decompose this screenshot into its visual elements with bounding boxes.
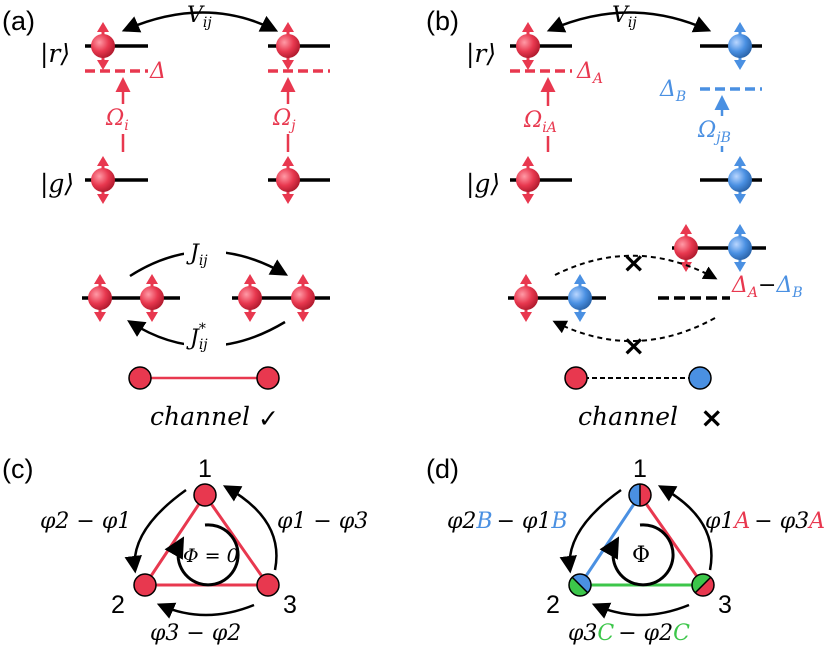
omega-ia-label: ΩiA [523, 108, 557, 136]
phase-arrow-left-c [124, 488, 187, 574]
ket-g-b: |g⟩ [466, 169, 500, 199]
delta-b-label: ΔB [659, 77, 686, 105]
edge-13-d [638, 494, 705, 586]
flux-loop-c [164, 523, 240, 587]
phase-arrow-bottom-d [591, 602, 690, 619]
interaction-arrow-a [121, 11, 279, 33]
phase-arrow-bottom-c [156, 602, 255, 619]
atom-jb-rydberg [726, 20, 754, 72]
pair-atom-2 [138, 272, 166, 324]
channel-node-b-right [688, 366, 712, 390]
panel-c-label: (c) [2, 454, 33, 484]
panel-c: (c) 1 2 3 Φ = 0 φ2 − φ1 φ1 − φ3 φ3 − φ2 [2, 454, 368, 646]
check-mark: ✓ [258, 404, 279, 433]
ket-r-a: |r⟩ [40, 39, 70, 69]
flux-label-d: Φ [632, 543, 650, 568]
panel-d: (d) 1 2 3 Φ φ2B− φ1B [426, 454, 825, 646]
node-2-label-d: 2 [546, 591, 560, 619]
hop-arrow-back-b [552, 317, 716, 342]
flux-label-c: Φ = 0 [183, 545, 239, 567]
channel-node-a-right [256, 366, 280, 390]
blocked-cross-bottom: × [622, 329, 645, 362]
phase-right-c: φ1 − φ3 [277, 509, 368, 534]
node-3-c [256, 573, 280, 597]
v-label-a: Vij [187, 3, 212, 31]
node-2-d [568, 573, 592, 597]
hop-arrow-forward-b [554, 254, 718, 280]
panel-d-label: (d) [426, 454, 459, 484]
v-label-b: Vij [612, 3, 637, 31]
panel-a-label: (a) [2, 6, 35, 36]
flux-loop-d [599, 523, 675, 587]
phase-left-d: φ2B− φ1B [447, 509, 568, 534]
node-3-label-d: 3 [718, 591, 732, 619]
atom-ia-ground [514, 154, 542, 206]
pair-atom-3 [236, 272, 264, 324]
atom-i-ground [89, 154, 117, 206]
atom-i-rydberg [89, 20, 117, 72]
panel-b-label: (b) [426, 6, 459, 36]
panel-a: (a) |r⟩ |g⟩ Δ Vij Ωi Ωj [2, 3, 330, 433]
channel-node-b-left [564, 366, 588, 390]
pair-atom-4 [289, 272, 317, 324]
node-3-label-c: 3 [283, 591, 297, 619]
pair-atom-1 [86, 272, 114, 324]
delta-a-label: ΔA [576, 59, 603, 87]
node-2-label-c: 2 [111, 591, 125, 619]
phase-arrow-right-d [657, 485, 713, 571]
node-3-d [691, 573, 715, 597]
node-1-c [193, 483, 217, 507]
phase-bottom-d: φ3C− φ2C [568, 621, 690, 646]
phase-right-d: φ1A− φ3A [705, 509, 825, 534]
channel-word-a: channel [150, 402, 250, 431]
node-2-c [133, 573, 157, 597]
omega-jb-label: ΩjB [697, 118, 731, 146]
phase-arrow-right-c [222, 485, 278, 571]
channel-word-b: channel [578, 402, 678, 431]
atom-jb-ground [726, 154, 754, 206]
atom-ia-rydberg [514, 20, 542, 72]
phase-arrow-left-d [559, 488, 622, 574]
blocked-cross-top: × [622, 246, 645, 279]
omega-i-label: Ωi [105, 106, 129, 134]
node-1-label-c: 1 [198, 455, 212, 483]
ket-r-b: |r⟩ [466, 39, 496, 69]
delta-diff-label: ΔA−ΔB [731, 273, 803, 301]
jstar-label: J*ij [186, 321, 208, 353]
atom-j-rydberg [274, 20, 302, 72]
j-label: Jij [186, 241, 208, 269]
pair-b-atom-2 [566, 272, 594, 324]
panel-b: (b) |r⟩ |g⟩ ΔA ΔB Vij ΩiA ΩjB × × [426, 3, 803, 434]
pair-b-atom-1 [512, 272, 540, 324]
omega-j-label: Ωj [272, 106, 296, 134]
node-1-label-d: 1 [633, 455, 647, 483]
phase-bottom-c: φ3 − φ2 [150, 621, 241, 646]
node-1-d [628, 483, 652, 507]
cross-mark: × [700, 401, 723, 434]
edge-12-d [578, 494, 642, 586]
phase-left-c: φ2 − φ1 [40, 509, 131, 534]
atom-j-ground [274, 154, 302, 206]
channel-node-a-left [128, 366, 152, 390]
detuning-label-a: Δ [149, 59, 166, 84]
interaction-arrow-b [546, 11, 712, 33]
pair-b-atom-4 [726, 222, 754, 274]
ket-g-a: |g⟩ [40, 169, 74, 199]
